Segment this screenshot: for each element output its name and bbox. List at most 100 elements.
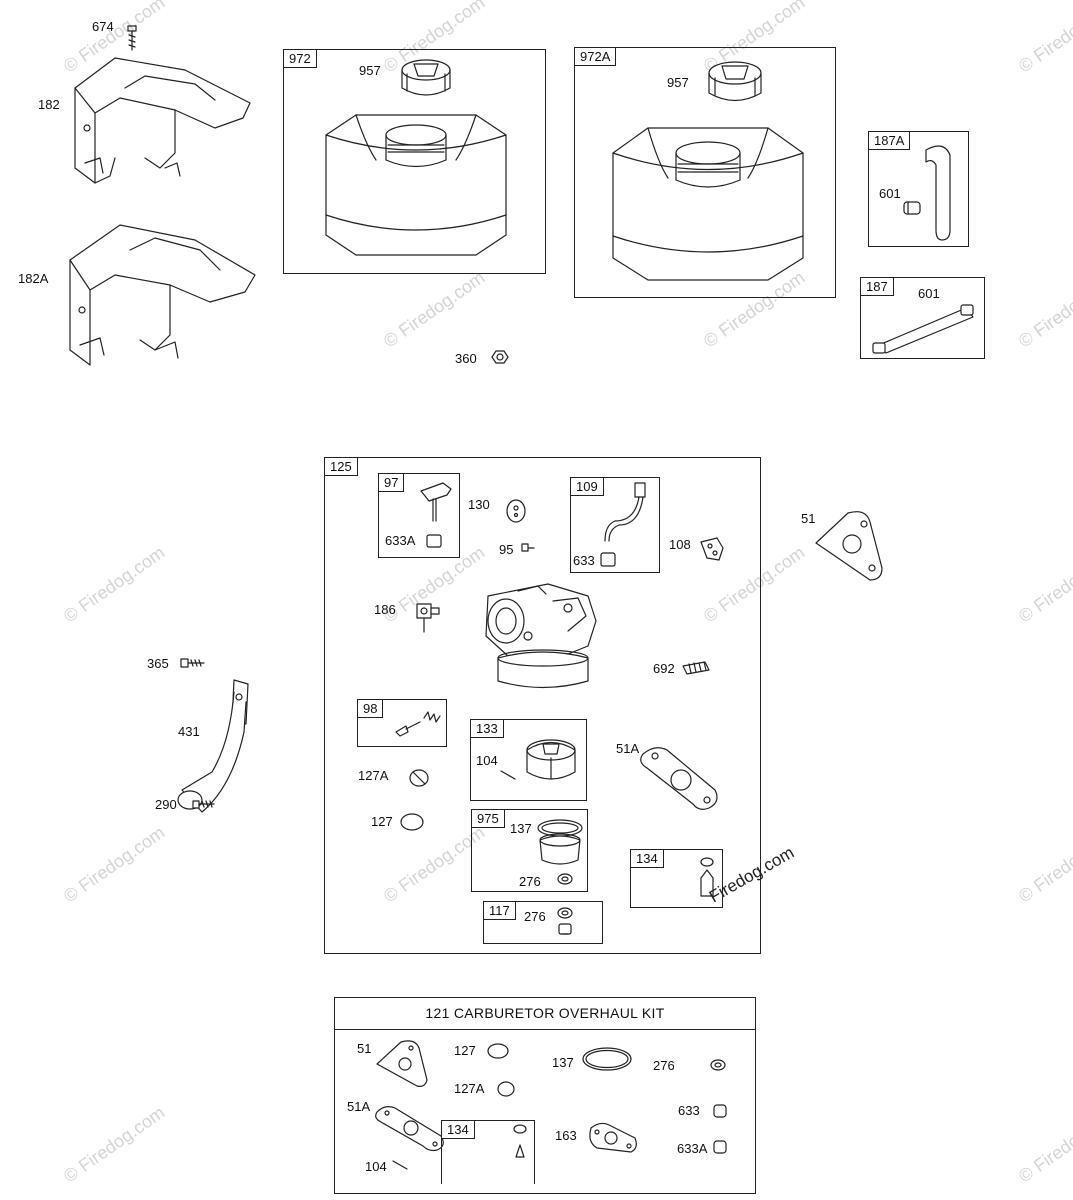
group-box-125: 125 97 633A 130 95 109 633 108 186 — [324, 457, 761, 954]
kit-callout-127: 127 — [454, 1043, 476, 1058]
callout-290: 290 — [155, 797, 177, 812]
callout-95: 95 — [499, 542, 514, 557]
kit-callout-104: 104 — [365, 1159, 387, 1174]
group-box-117: 117 276 — [483, 901, 603, 944]
watermark-text: © Firedog.com — [1015, 267, 1073, 352]
kit-callout-276: 276 — [653, 1058, 675, 1073]
callout-365: 365 — [147, 656, 169, 671]
callout-104: 104 — [476, 753, 498, 768]
fuel-cap-icon — [401, 59, 451, 96]
intake-elbow-icon — [177, 679, 249, 813]
fuel-line-icon — [903, 145, 951, 241]
nut-icon — [491, 350, 509, 364]
washer-screw-icon — [557, 907, 573, 935]
callout-182: 182 — [38, 97, 60, 112]
fitting-icon — [416, 603, 440, 633]
spring-icon — [682, 661, 710, 675]
group-tag: 187A — [868, 131, 911, 150]
group-box-972: 972 957 — [283, 49, 546, 274]
fuel-cap-icon — [708, 61, 762, 102]
fuel-tank-icon — [325, 114, 507, 256]
callout-431: 431 — [178, 724, 200, 739]
kit-callout-163: 163 — [555, 1128, 577, 1143]
carburetor-icon — [485, 583, 597, 689]
plug-icon — [400, 813, 424, 831]
watermark-text: © Firedog.com — [1015, 0, 1073, 77]
screw-icon — [521, 543, 535, 552]
seat-icon — [713, 1140, 727, 1154]
needle-seat-icon — [513, 1124, 527, 1158]
kit-group-box-134: 134 — [441, 1120, 535, 1184]
callout-957: 957 — [359, 63, 381, 78]
watermark-text: © Firedog.com — [380, 267, 489, 352]
gasket-icon — [376, 1040, 428, 1087]
callout-633A: 633A — [385, 533, 416, 548]
overhaul-kit-box: 121 CARBURETOR OVERHAUL KIT 51 127 137 2… — [334, 997, 756, 1194]
callout-182A: 182A — [18, 271, 49, 286]
group-tag: 98 — [357, 699, 384, 718]
bracket-icon — [700, 537, 724, 561]
callout-127: 127 — [371, 814, 393, 829]
group-box-134: 134 — [630, 849, 723, 908]
callout-601: 601 — [879, 186, 901, 201]
watermark-text: © Firedog.com — [1015, 1102, 1073, 1187]
callout-186: 186 — [374, 602, 396, 617]
kit-title: 121 CARBURETOR OVERHAUL KIT — [335, 998, 755, 1030]
group-tag: 133 — [470, 719, 504, 738]
group-box-109: 109 633 — [570, 477, 660, 573]
group-tag: 97 — [378, 473, 405, 492]
group-tag: 972 — [283, 49, 317, 68]
group-box-187: 187 601 — [860, 277, 985, 359]
needle-seat-icon — [700, 857, 714, 897]
seat-icon — [713, 1104, 727, 1118]
bolt-icon — [192, 800, 215, 809]
bracket-icon — [69, 224, 256, 366]
washer-icon — [710, 1059, 726, 1071]
screw-icon — [127, 25, 137, 51]
gasket-icon — [589, 1122, 637, 1153]
primer-tube-icon — [600, 482, 646, 567]
callout-276: 276 — [519, 874, 541, 889]
float-needle-icon — [420, 482, 452, 548]
gasket-icon — [815, 511, 883, 581]
group-tag: 125 — [324, 457, 358, 476]
group-box-975: 975 137 276 — [471, 809, 588, 892]
bolt-icon — [180, 658, 205, 668]
callout-601: 601 — [918, 286, 940, 301]
gasket-icon — [640, 747, 718, 810]
bracket-icon — [74, 57, 251, 184]
watermark-text: © Firedog.com — [60, 822, 169, 907]
kit-callout-633: 633 — [678, 1103, 700, 1118]
kit-callout-127A: 127A — [454, 1081, 485, 1096]
plug-icon — [409, 769, 429, 787]
callout-674: 674 — [92, 19, 114, 34]
kit-callout-137: 137 — [552, 1055, 574, 1070]
callout-127A: 127A — [358, 768, 389, 783]
watermark-text: © Firedog.com — [1015, 542, 1073, 627]
group-tag: 975 — [471, 809, 505, 828]
kit-callout-51: 51 — [357, 1041, 372, 1056]
callout-51: 51 — [801, 511, 816, 526]
watermark-text: © Firedog.com — [1015, 822, 1073, 907]
pin-icon — [392, 1160, 408, 1170]
group-tag: 972A — [574, 47, 617, 66]
kit-callout-633A: 633A — [677, 1141, 708, 1156]
callout-360: 360 — [455, 351, 477, 366]
pin-icon — [500, 770, 516, 780]
group-tag: 134 — [441, 1120, 475, 1139]
disc-icon — [506, 499, 526, 523]
group-tag: 109 — [570, 477, 604, 496]
watermark-text: © Firedog.com — [60, 542, 169, 627]
plug-icon — [487, 1043, 509, 1059]
callout-957: 957 — [667, 75, 689, 90]
callout-130: 130 — [468, 497, 490, 512]
gasket-icon — [375, 1106, 444, 1152]
callout-51A: 51A — [616, 741, 640, 756]
group-box-187A: 187A 601 — [868, 131, 969, 247]
callout-276: 276 — [524, 909, 546, 924]
callout-137: 137 — [510, 821, 532, 836]
group-tag: 134 — [630, 849, 664, 868]
group-tag: 187 — [860, 277, 894, 296]
fuel-line-icon — [872, 304, 974, 354]
o-ring-icon — [582, 1047, 632, 1071]
